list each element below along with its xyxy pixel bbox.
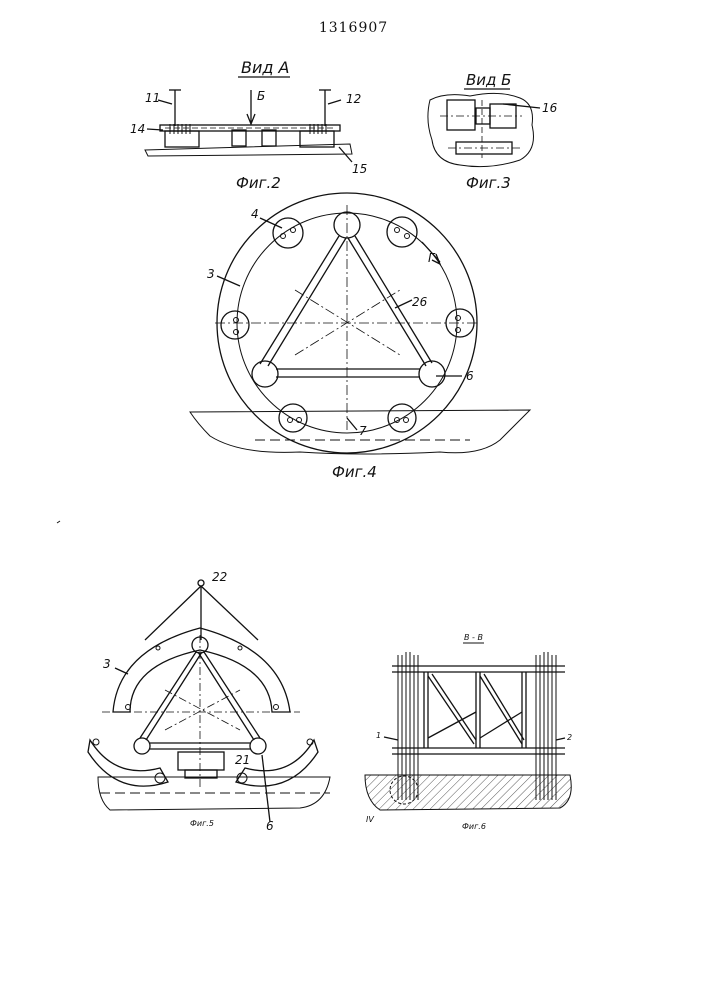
fig2-view-title: Вид А — [241, 58, 289, 77]
fig2-label-11: 11 — [145, 91, 160, 105]
fig4-label-3: 4 — [251, 207, 259, 221]
fig6-detail-label: IV — [366, 815, 374, 824]
fig4-label-4: 3 — [207, 267, 215, 281]
fig2-arrow-label: Б — [257, 89, 265, 103]
fig3: Вид Б 16 Фиг.3 — [428, 71, 558, 192]
fig6-label-2: 2 — [567, 733, 572, 742]
fig2: Вид А Б 11 12 14 15 — [130, 58, 367, 192]
fig4-arrow-label: Г — [428, 251, 436, 265]
fig6-label-1: 1 — [376, 731, 381, 740]
fig4-label-26: 26 — [412, 295, 428, 309]
fig2-label-15: 15 — [352, 162, 367, 176]
fig2-label-14: 14 — [130, 122, 145, 136]
fig5: 22 3 21 6 Фиг — [88, 570, 330, 833]
fig2-caption: Фиг.2 — [236, 174, 281, 192]
fig3-caption: Фиг.3 — [466, 174, 511, 192]
fig4-caption: Фиг.4 — [332, 463, 377, 481]
fig5-label-21: 21 — [235, 753, 250, 767]
fig6-section-title: В - В — [464, 633, 483, 642]
fig5-label-6: 6 — [266, 819, 274, 833]
fig6-caption: Фиг.6 — [462, 822, 486, 831]
fig3-label-16: 16 — [542, 101, 558, 115]
fig4-label-7: 7 — [359, 424, 367, 438]
fig4-label-6: 6 — [466, 369, 474, 383]
fig2-label-12: 12 — [346, 92, 361, 106]
fig3-view-title: Вид Б — [466, 71, 511, 89]
fig5-caption: Фиг.5 — [190, 819, 214, 828]
stray-mark — [57, 521, 60, 523]
fig5-label-3: 3 — [103, 657, 111, 671]
fig4: Г 4 3 26 6 7 Фиг.4 — [190, 193, 530, 481]
fig6: В - В IV 1 — [365, 633, 572, 831]
fig5-label-22: 22 — [212, 570, 227, 584]
